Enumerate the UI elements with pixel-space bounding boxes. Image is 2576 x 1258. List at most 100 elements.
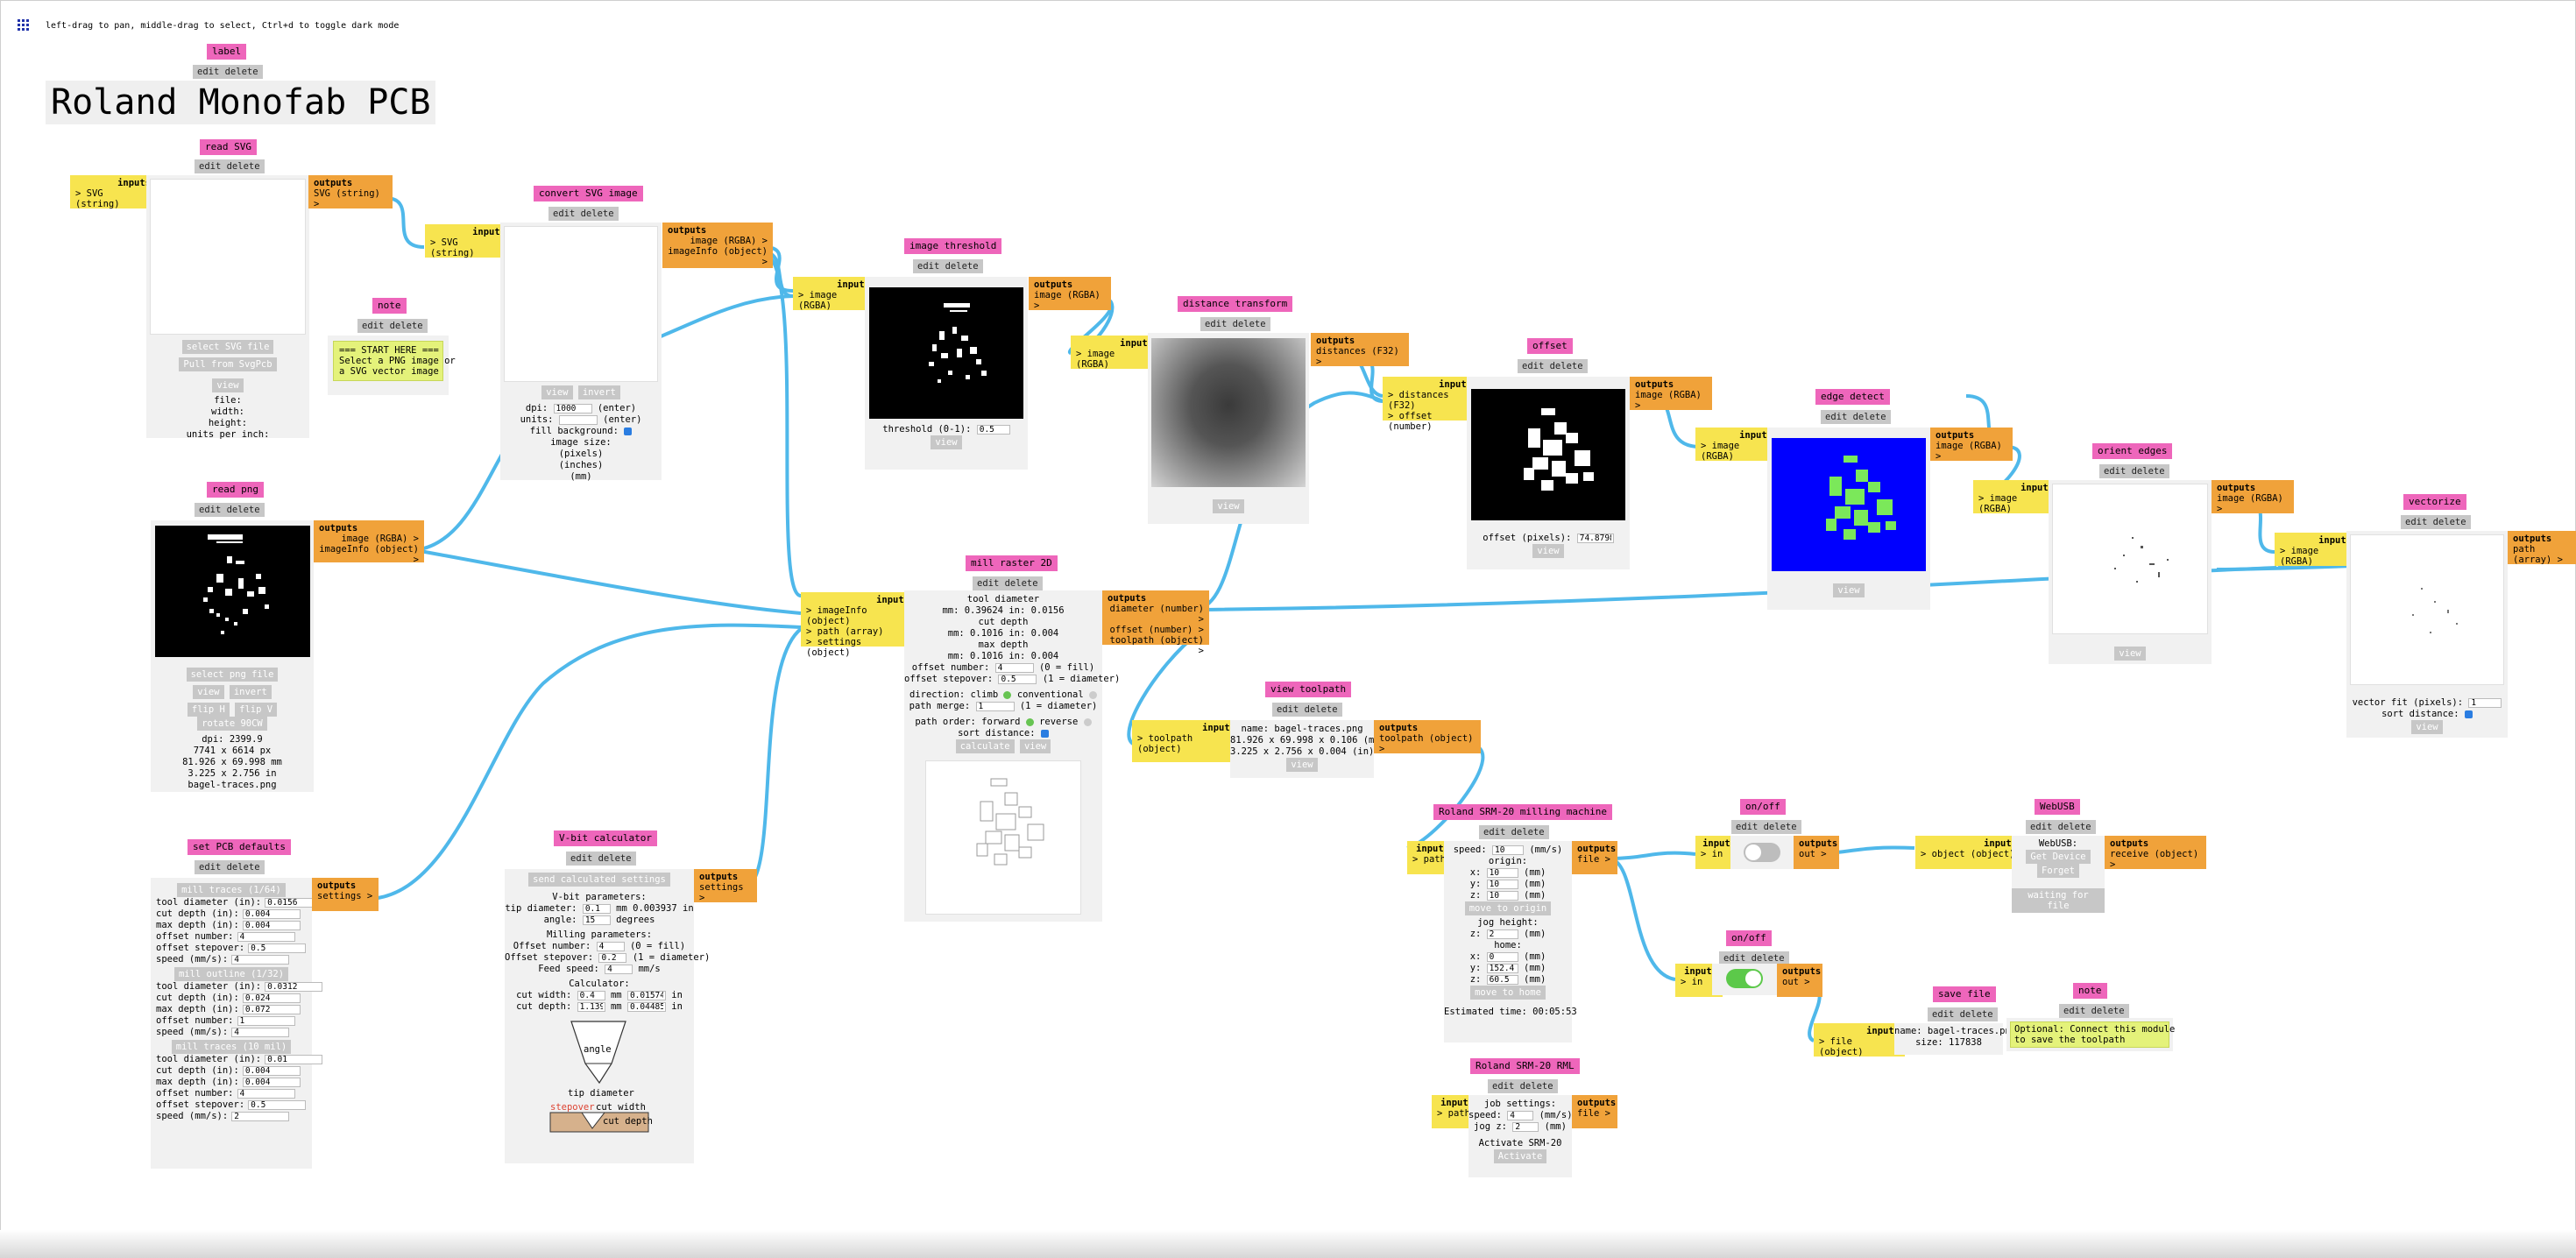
setting-input[interactable] (237, 931, 295, 942)
preset-button[interactable]: mill traces (1/64) (177, 883, 286, 897)
port-offset-in[interactable]: > offset (number) (1388, 411, 1433, 432)
setting-input[interactable] (265, 981, 323, 992)
invert-button[interactable]: invert (229, 685, 272, 699)
reverse-radio[interactable] (1083, 717, 1092, 726)
port-path-in[interactable]: > path (1412, 854, 1446, 865)
module-title[interactable]: vectorize (2403, 494, 2466, 510)
port-offset-out[interactable]: offset (number) > (1109, 625, 1204, 635)
edit-delete-button[interactable]: edit delete (1272, 703, 1342, 717)
outputs-port[interactable]: outputs toolpath (object) > (1374, 720, 1481, 754)
port-receive-out[interactable]: receive (object) > (2110, 849, 2199, 870)
jog-z-input[interactable] (1486, 929, 1518, 939)
port-image-in[interactable]: > image (RGBA) (798, 290, 838, 311)
outputs-port[interactable]: outputs image (RGBA) > (1930, 428, 2013, 462)
view-button[interactable]: view (2411, 720, 2443, 734)
label-module[interactable]: label (207, 44, 247, 60)
toggle-switch-off[interactable] (1744, 843, 1780, 862)
invert-button[interactable]: invert (577, 385, 620, 399)
origin-z-input[interactable] (1486, 890, 1518, 901)
outputs-port[interactable]: outputs SVG (string) > (308, 175, 393, 209)
setting-input[interactable] (242, 1065, 301, 1076)
inputs-port[interactable]: inputs > image (RGBA) (793, 277, 875, 311)
edit-delete-button[interactable]: edit delete (973, 576, 1043, 590)
flip-v-button[interactable]: flip V (235, 703, 278, 717)
module-title[interactable]: note (372, 298, 407, 314)
view-button[interactable]: view (541, 385, 573, 399)
edit-delete-button[interactable]: edit delete (357, 319, 428, 333)
edit-delete-button[interactable]: edit delete (1479, 825, 1549, 839)
outputs-port[interactable]: outputs path (array) > (2508, 531, 2576, 565)
grid-icon[interactable] (18, 19, 30, 34)
vector-fit-input[interactable] (2468, 697, 2502, 708)
outputs-port[interactable]: outputs file > (1572, 1095, 1617, 1128)
send-settings-button[interactable]: send calculated settings (528, 873, 670, 887)
port-toolpath-out[interactable]: toolpath (object) > (1379, 733, 1474, 754)
cut-width-in-input[interactable] (626, 990, 666, 1000)
port-image-in[interactable]: > image (RGBA) (1978, 493, 2018, 514)
inputs-port[interactable]: inputs > imageInfo (object) > path (arra… (801, 592, 915, 658)
port-imageinfo-in[interactable]: > imageInfo (object) (806, 605, 867, 626)
sort-checkbox[interactable] (1040, 729, 1049, 738)
view-button[interactable]: view (1532, 544, 1564, 558)
note-text[interactable]: === START HERE === Select a PNG image or… (333, 341, 456, 381)
inputs-port[interactable]: inputs > image (RGBA) (1973, 480, 2059, 514)
conventional-radio[interactable] (1089, 690, 1097, 699)
edit-delete-button[interactable]: edit delete (913, 259, 983, 273)
sort-checkbox[interactable] (2464, 710, 2473, 718)
outputs-port[interactable]: outputs image (RGBA) > (2212, 480, 2294, 514)
units-input[interactable] (558, 414, 598, 425)
port-file-out[interactable]: file > (1577, 854, 1610, 865)
offset-input[interactable] (1576, 533, 1614, 543)
select-svg-button[interactable]: select SVG file (181, 340, 274, 354)
port-image-out[interactable]: image (RGBA) > (1034, 290, 1100, 311)
home-x-input[interactable] (1486, 951, 1518, 962)
port-toolpath-in[interactable]: > toolpath (object) (1137, 733, 1193, 754)
cut-width-input[interactable] (577, 990, 605, 1000)
outputs-port[interactable]: outputs file > (1572, 841, 1617, 874)
port-out[interactable]: out > (1782, 977, 1810, 987)
view-button[interactable]: view (1213, 499, 1244, 513)
outputs-port[interactable]: outputs distances (F32) > (1311, 333, 1409, 367)
setting-input[interactable] (231, 1027, 290, 1037)
edit-delete-button[interactable]: edit delete (1821, 410, 1891, 424)
port-image-in[interactable]: > image (RGBA) (1701, 441, 1740, 462)
port-image-out[interactable]: image (RGBA) > (2217, 493, 2283, 514)
rotate-button[interactable]: rotate 90CW (197, 717, 267, 731)
view-button[interactable]: view (1286, 758, 1318, 772)
port-settings-out[interactable]: settings > (317, 891, 373, 901)
home-y-input[interactable] (1486, 963, 1518, 973)
outputs-port[interactable]: outputs settings > (694, 869, 757, 903)
port-path-in[interactable]: > path (array) (806, 626, 884, 637)
port-image-out[interactable]: image (RGBA) > (1635, 390, 1702, 411)
move-to-origin-button[interactable]: move to origin (1464, 901, 1552, 915)
edit-delete-button[interactable]: edit delete (1518, 359, 1588, 373)
setting-input[interactable] (242, 1077, 301, 1087)
activate-button[interactable]: Activate (1493, 1149, 1547, 1163)
offset-number-input[interactable] (994, 662, 1034, 673)
note-text[interactable]: Optional: Connect this module to save th… (2010, 1021, 2175, 1048)
preset-button[interactable]: mill outline (1/32) (173, 967, 289, 981)
preset-button[interactable]: mill traces (10 mil) (171, 1040, 292, 1054)
module-title[interactable]: save file (1933, 986, 1996, 1002)
port-settings-out[interactable]: settings > (699, 882, 744, 903)
origin-x-input[interactable] (1486, 867, 1518, 878)
calculate-button[interactable]: calculate (955, 739, 1015, 753)
climb-radio[interactable] (1003, 690, 1012, 699)
setting-input[interactable] (242, 993, 301, 1003)
edit-delete-button[interactable]: edit delete (195, 503, 265, 517)
inputs-port[interactable]: inputs > toolpath (object) (1132, 720, 1241, 762)
module-title[interactable]: V-bit calculator (554, 830, 657, 846)
port-svg-string[interactable]: > SVG (string) (75, 188, 120, 209)
module-title[interactable]: distance transform (1178, 296, 1293, 312)
module-title[interactable]: image threshold (904, 238, 1002, 254)
port-file-in[interactable]: > file (object) (1819, 1036, 1864, 1057)
view-button[interactable]: view (1833, 583, 1865, 597)
outputs-port[interactable]: outputs image (RGBA) > imageInfo (object… (662, 223, 773, 268)
setting-input[interactable] (231, 954, 290, 965)
edit-delete-buttons[interactable]: edit delete (193, 65, 263, 79)
module-title[interactable]: on/off (1726, 930, 1772, 946)
cut-depth-in-input[interactable] (626, 1001, 666, 1012)
port-image-out[interactable]: image (RGBA) > (1936, 441, 2002, 462)
outputs-port[interactable]: outputs out > (1794, 836, 1839, 869)
origin-y-input[interactable] (1486, 879, 1518, 889)
